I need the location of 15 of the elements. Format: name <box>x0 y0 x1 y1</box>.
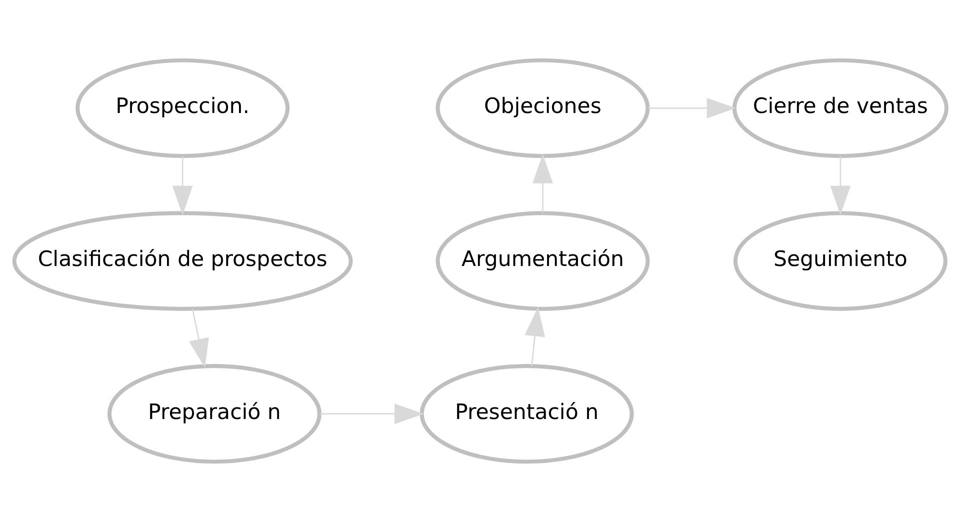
arrow <box>648 98 736 118</box>
node-ellipse: Prospeccion. <box>76 58 290 158</box>
arrow <box>532 154 553 213</box>
arrow <box>524 307 546 366</box>
node-ellipse: Clasificación de prospectos <box>12 211 353 311</box>
arrow <box>188 308 209 368</box>
node-ellipse: Seguimiento <box>733 211 948 311</box>
node-ellipse: Presentació n <box>420 364 634 464</box>
arrow <box>830 156 851 216</box>
arrow <box>172 156 193 216</box>
node-ellipse: Cierre de ventas <box>732 58 948 158</box>
node-ellipse: Preparació n <box>107 364 322 464</box>
node-ellipse: Objeciones <box>436 58 650 158</box>
arrow <box>320 404 424 424</box>
node-ellipse: Argumentación <box>436 211 650 311</box>
